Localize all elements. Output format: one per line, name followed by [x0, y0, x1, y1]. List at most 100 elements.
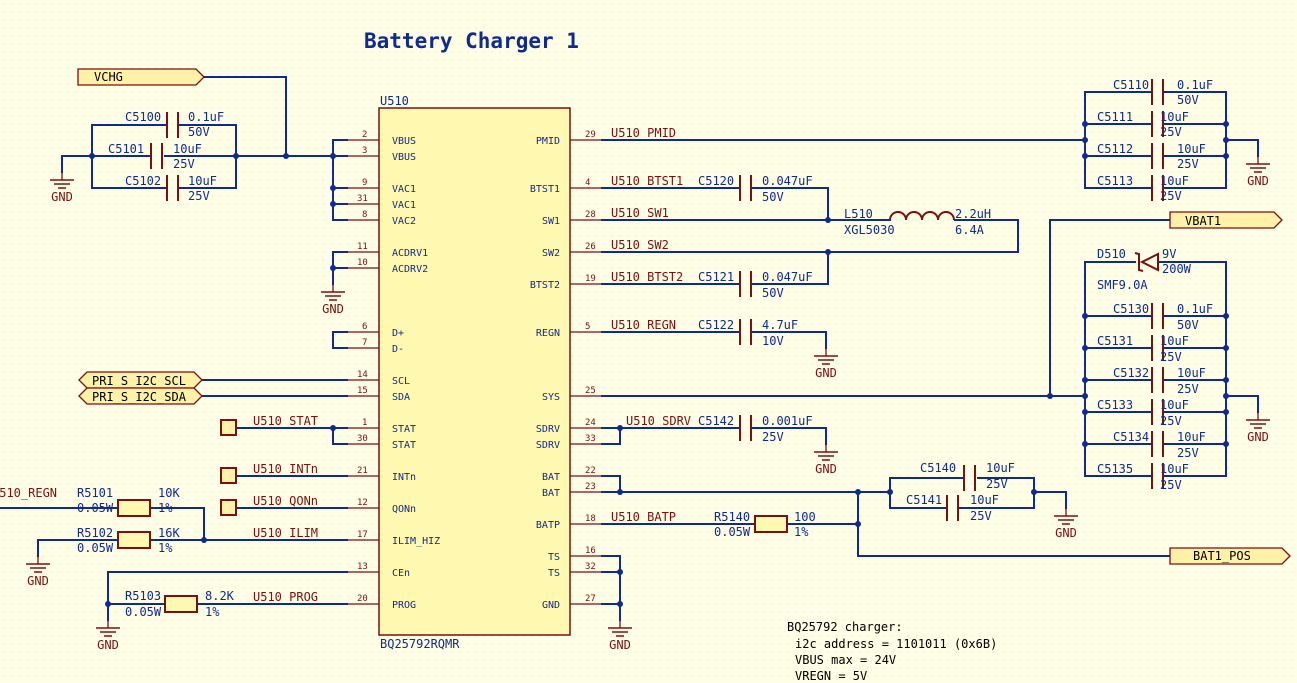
inductor-current: 6.4A [955, 223, 985, 237]
cap-value: 4.7uF [762, 318, 798, 332]
pin-num: 3 [362, 146, 367, 156]
cap-rating: 25V [1160, 189, 1182, 203]
cap-rating: 25V [188, 189, 210, 203]
gnd-label: GND [1247, 174, 1269, 188]
cap-ref: C5113 [1097, 174, 1133, 188]
inductor-value: 2.2uH [955, 207, 991, 221]
cap-rating: 25V [1177, 157, 1199, 171]
test-points[interactable] [220, 419, 237, 516]
gnd-label: GND [322, 302, 344, 316]
cap-rating: 50V [1177, 93, 1199, 107]
pin-name: BATP [536, 520, 560, 531]
cap-ref: C5122 [698, 318, 734, 332]
pin-name: ILIM_HIZ [392, 536, 440, 547]
pin-name: PMID [536, 136, 560, 147]
pin-name: ACDRV2 [392, 264, 428, 275]
global-label-bat1-pos[interactable]: BAT1_POS [1169, 547, 1291, 565]
cap-value: 0.047uF [762, 174, 813, 188]
net-label: U510_BATP [611, 510, 676, 524]
cap-value: 0.1uF [1177, 302, 1213, 316]
pin-num: 21 [357, 466, 368, 476]
gnd-label: GND [1055, 526, 1077, 540]
pin-num: 1 [362, 418, 367, 428]
net-labels: U510_PMID U510_BTST1 U510_SW1 U510_SW2 U… [0, 126, 691, 604]
pin-name: ACDRV1 [392, 248, 428, 259]
ic-u510[interactable]: U510 BQ25792RQMR [378, 94, 571, 651]
pin-num: 20 [357, 594, 368, 604]
pin-num: 2 [362, 130, 367, 140]
pin-num: 10 [357, 258, 368, 268]
pin-name: VAC1 [392, 200, 416, 211]
cap-ref: C5134 [1113, 430, 1149, 444]
cap-value: 10uF [1177, 142, 1206, 156]
pin-name: SDRV [536, 440, 560, 451]
capacitor-labels: C5100 0.1uF 50V C5101 10uF 25V C5102 10u… [108, 78, 1213, 523]
pin-num: 7 [362, 338, 367, 348]
pin-num: 17 [357, 530, 368, 540]
global-label-text: BAT1_POS [1193, 549, 1251, 563]
cap-value: 10uF [188, 174, 217, 188]
res-value: 100 [794, 510, 816, 524]
cap-ref: C5121 [698, 270, 734, 284]
capacitor-symbols [150, 79, 1164, 521]
cap-ref: C5141 [906, 493, 942, 507]
inductor-l510[interactable]: L510 XGL5030 2.2uH 6.4A [844, 207, 991, 237]
global-label-sda[interactable]: PRI_S_I2C_SDA [78, 387, 203, 405]
pin-num: 19 [585, 274, 596, 284]
global-label-vbat1[interactable]: VBAT1 [1169, 211, 1283, 229]
cap-value: 10uF [173, 142, 202, 156]
cap-ref: C5111 [1097, 110, 1133, 124]
diode-voltage: 9V [1162, 247, 1176, 261]
diode-part: SMF9.0A [1097, 278, 1148, 292]
pin-name: VAC2 [392, 216, 416, 227]
res-tol: 1% [158, 501, 173, 515]
global-label-vchg[interactable]: VCHG [77, 68, 205, 86]
net-label: U510_QONn [253, 494, 318, 508]
cap-value: 10uF [986, 461, 1015, 475]
pin-name: SW2 [542, 248, 560, 259]
res-value: 10K [158, 486, 180, 500]
pin-name: BAT [542, 488, 560, 499]
cap-ref: C5101 [108, 142, 144, 156]
ic-ref: U510 [380, 94, 409, 108]
ic-right-pins: 29 4 28 26 19 5 25 24 33 22 23 18 16 32 … [530, 130, 602, 611]
global-label-scl[interactable]: PRI_S_I2C_SCL [78, 371, 203, 389]
gnd-label: GND [1247, 430, 1269, 444]
cap-rating: 25V [173, 157, 195, 171]
net-label: U510_REGN [0, 486, 57, 500]
gnd-label: GND [815, 366, 837, 380]
pin-name: REGN [536, 328, 560, 339]
pin-num: 26 [585, 242, 596, 252]
cap-rating: 50V [762, 190, 784, 204]
pin-name: BTST1 [530, 184, 560, 195]
ic-left-pins: 2 3 9 31 8 11 10 6 7 14 15 1 30 21 12 17… [347, 130, 440, 611]
cap-rating: 25V [1177, 446, 1199, 460]
cap-rating: 25V [1160, 414, 1182, 428]
diode-power: 200W [1162, 262, 1192, 276]
cap-value: 10uF [1160, 398, 1189, 412]
cap-ref: C5130 [1113, 302, 1149, 316]
pin-num: 4 [585, 178, 590, 188]
notes: BQ25792 charger: i2c address = 1101011 (… [787, 620, 997, 683]
cap-value: 10uF [1160, 334, 1189, 348]
cap-ref: C5133 [1097, 398, 1133, 412]
diode-ref: D510 [1097, 247, 1126, 261]
global-label-text: PRI_S_I2C_SDA [92, 390, 187, 404]
gnd-label: GND [609, 638, 631, 652]
pin-name: VBUS [392, 152, 416, 163]
pin-num: 30 [357, 434, 368, 444]
pin-num: 9 [362, 178, 367, 188]
cap-ref: C5142 [698, 414, 734, 428]
net-label: U510_SDRV [626, 414, 691, 428]
cap-ref: C5110 [1113, 78, 1149, 92]
note-line: VREGN = 5V [795, 669, 867, 683]
cap-value: 0.1uF [188, 110, 224, 124]
diode-d510[interactable]: D510 SMF9.0A 9V 200W [1097, 247, 1192, 292]
cap-rating: 25V [762, 430, 784, 444]
cap-rating: 25V [1160, 350, 1182, 364]
res-ref: R5101 [77, 486, 113, 500]
net-label: U510_REGN [611, 318, 676, 332]
pin-num: 32 [585, 562, 596, 572]
pin-num: 22 [585, 466, 596, 476]
